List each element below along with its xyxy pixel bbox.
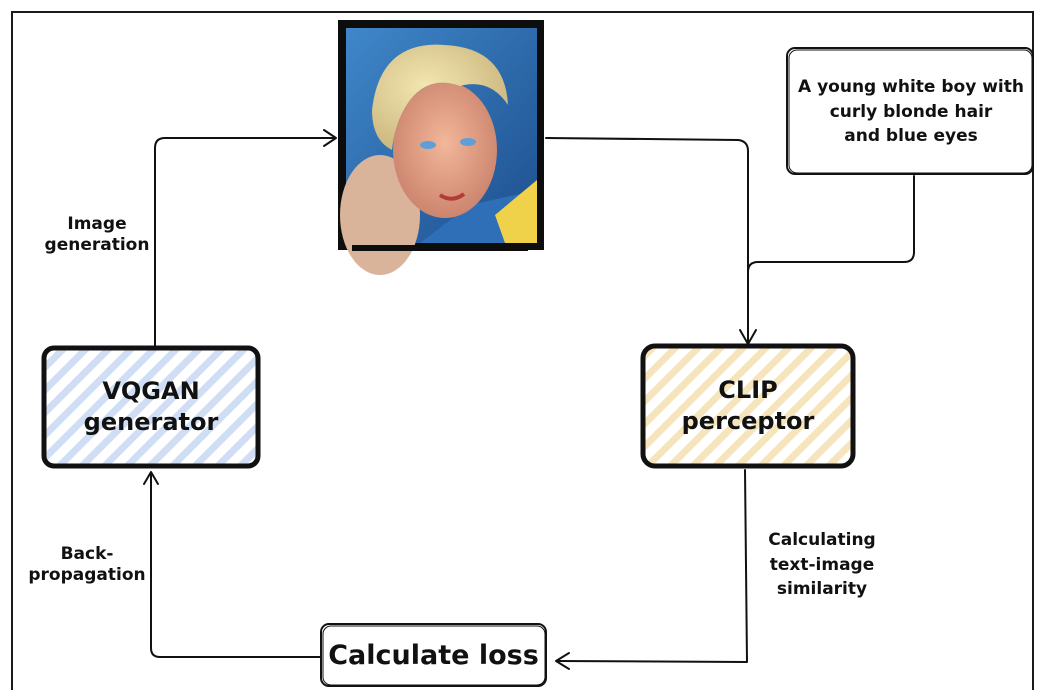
edge-label-image-generation: Image generation (44, 214, 150, 256)
edge-backpropagation (150, 473, 321, 658)
edge-prompt-to-clip (747, 175, 915, 273)
vqgan-node (41, 345, 261, 469)
diagram-frame (11, 11, 1034, 690)
edge-label-similarity: Calculating text-image similarity (768, 530, 876, 600)
arrowhead-loss (555, 652, 570, 670)
prompt-box (786, 47, 1034, 175)
edge-label-backpropagation: Back- propagation (28, 544, 146, 586)
prompt-text: A young white boy with curly blonde hair… (798, 77, 1024, 147)
generated-image (338, 20, 544, 275)
edge-image-to-clip (545, 137, 749, 343)
arrowhead-clip (739, 329, 757, 345)
clip-box (640, 343, 856, 469)
edge-image-generation (154, 137, 335, 347)
loss-box-outline (322, 625, 546, 686)
edge-clip-to-loss (557, 469, 748, 663)
prompt-box-outline (788, 49, 1033, 174)
loss-box (320, 623, 547, 687)
vqgan-label: VQGAN generator (83, 376, 219, 436)
arrowhead-image (323, 129, 337, 147)
vqgan-box (41, 345, 261, 469)
clip-label: CLIP perceptor (681, 375, 815, 435)
clip-node (640, 343, 856, 469)
loss-label: Calculate loss (328, 639, 539, 671)
arrowhead-vqgan (143, 471, 159, 485)
